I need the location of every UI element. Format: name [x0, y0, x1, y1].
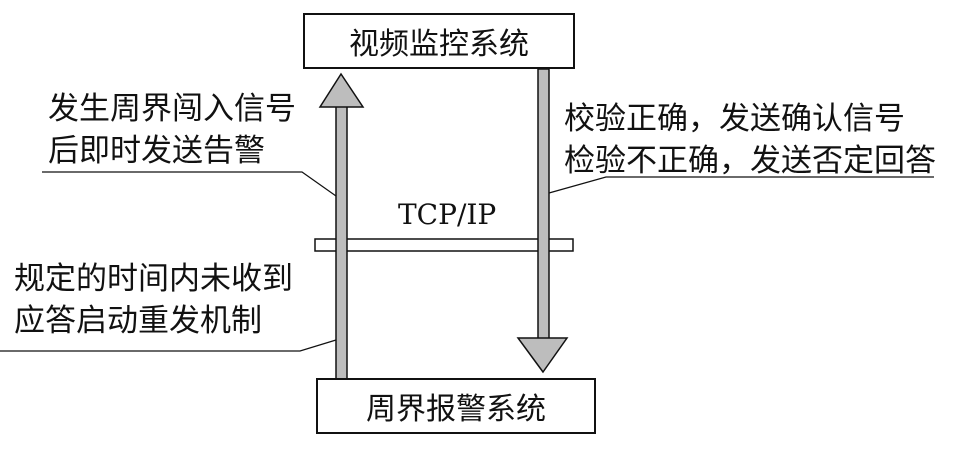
- video-surveillance-system-box: 视频监控系统: [303, 13, 575, 69]
- bottom-box-label: 周界报警系统: [366, 392, 546, 427]
- left-upper-annotation: 发生周界闯入信号 后即时发送告警: [48, 88, 296, 172]
- perimeter-alarm-system-box: 周界报警系统: [316, 378, 596, 434]
- left-upper-line-2: 后即时发送告警: [48, 133, 265, 169]
- right-line-2: 检验不正确，发送否定回答: [564, 143, 936, 179]
- tcpip-bar: [314, 238, 574, 252]
- left-upper-line-1: 发生周界闯入信号: [48, 91, 296, 127]
- up-arrow: [318, 72, 365, 381]
- left-lower-annotation: 规定的时间内未收到 应答启动重发机制: [14, 258, 293, 342]
- leader-line-left-upper: [42, 171, 337, 197]
- tcpip-label: TCP/IP: [398, 198, 497, 231]
- right-line-1: 校验正确，发送确认信号: [564, 101, 905, 137]
- leader-line-left-lower: [0, 339, 337, 352]
- leader-line-right: [548, 176, 934, 194]
- down-arrow: [516, 68, 569, 374]
- left-lower-line-2: 应答启动重发机制: [14, 303, 262, 339]
- right-annotation: 校验正确，发送确认信号 检验不正确，发送否定回答: [564, 98, 936, 182]
- left-lower-line-1: 规定的时间内未收到: [14, 261, 293, 297]
- top-box-label: 视频监控系统: [349, 27, 529, 62]
